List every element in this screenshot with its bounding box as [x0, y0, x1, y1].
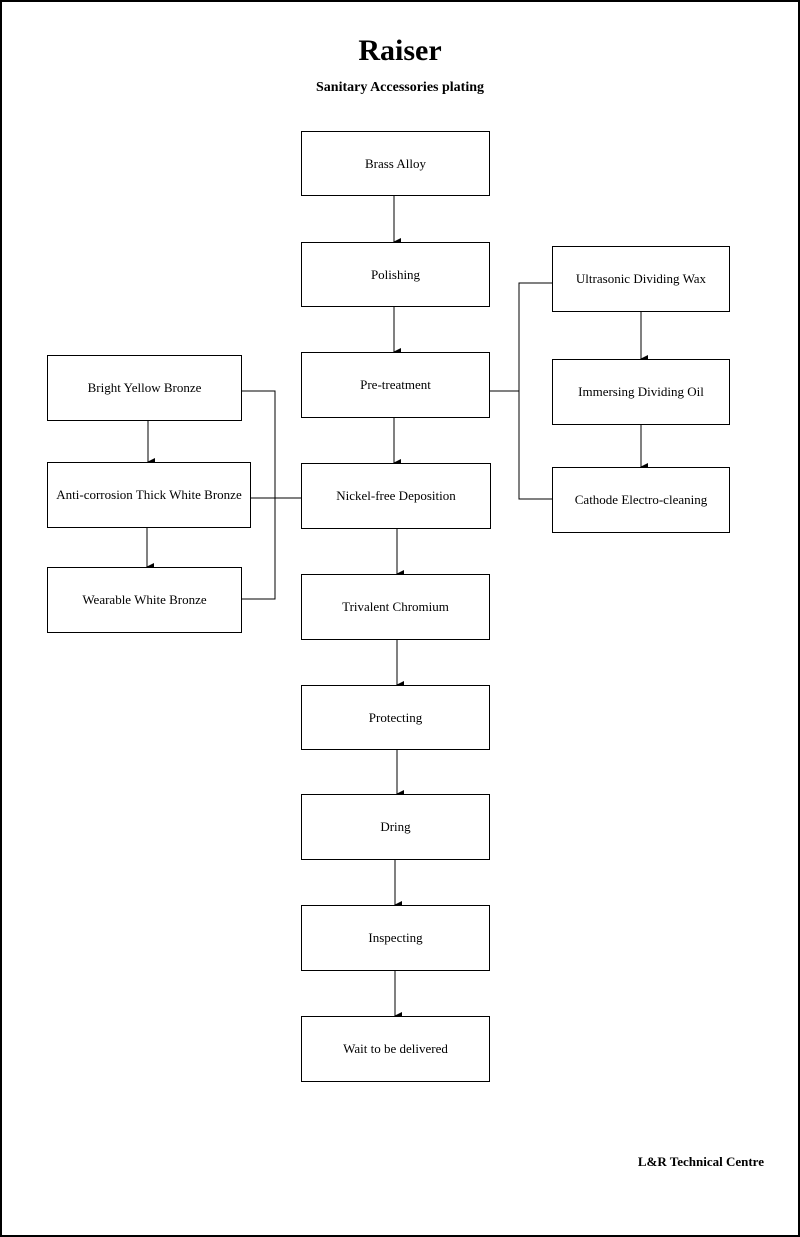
page-title: Raiser	[358, 34, 442, 67]
node-protecting: Protecting	[301, 685, 490, 750]
node-immersing-dividing-oil: Immersing Dividing Oil	[552, 359, 730, 425]
node-polishing: Polishing	[301, 242, 490, 307]
node-dring: Dring	[301, 794, 490, 860]
node-inspecting: Inspecting	[301, 905, 490, 971]
node-bright-yellow-bronze: Bright Yellow Bronze	[47, 355, 242, 421]
node-ultrasonic-dividing-wax: Ultrasonic Dividing Wax	[552, 246, 730, 312]
node-wearable-white-bronze: Wearable White Bronze	[47, 567, 242, 633]
page-subtitle: Sanitary Accessories plating	[316, 80, 484, 95]
footer-credit: L&R Technical Centre	[637, 1154, 764, 1169]
node-brass-alloy: Brass Alloy	[301, 131, 490, 196]
node-anti-corrosion-thick-white-bronze: Anti-corrosion Thick White Bronze	[47, 462, 251, 528]
node-pre-treatment: Pre-treatment	[301, 352, 490, 418]
node-nickel-free-deposition: Nickel-free Deposition	[301, 463, 491, 529]
node-wait-to-be-delivered: Wait to be delivered	[301, 1016, 490, 1082]
bracket-nickel-free-group	[242, 390, 276, 600]
bracket-pre-treatment-group	[518, 282, 552, 500]
node-cathode-electro-cleaning: Cathode Electro-cleaning	[552, 467, 730, 533]
node-trivalent-chromium: Trivalent Chromium	[301, 574, 490, 640]
